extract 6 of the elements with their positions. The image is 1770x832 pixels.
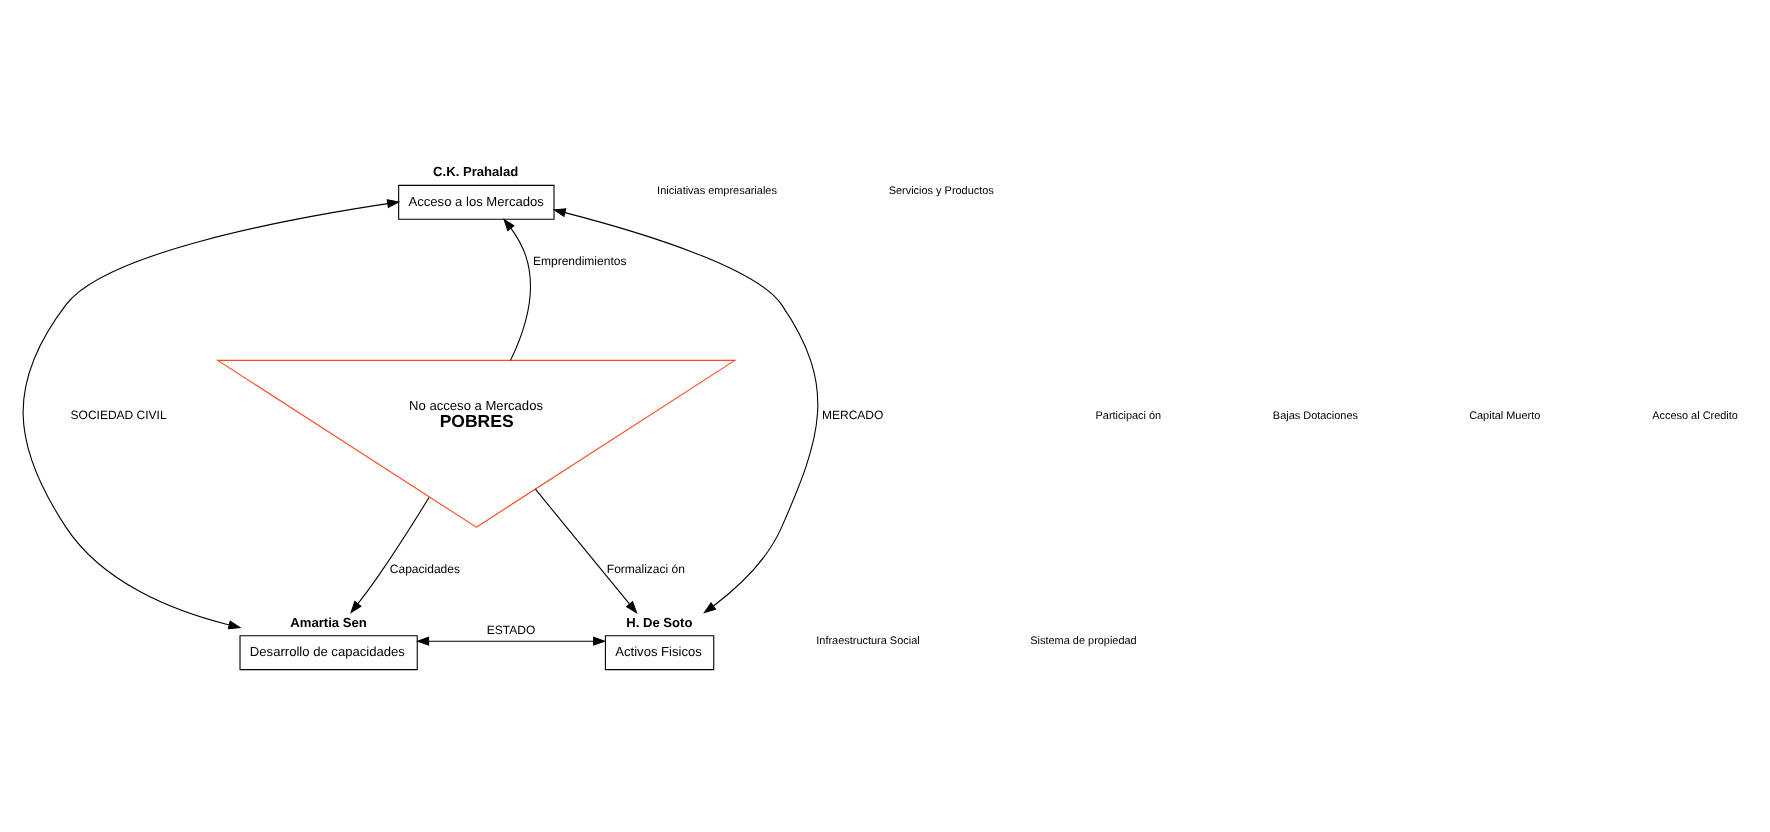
arrow xyxy=(22,199,401,630)
arrow xyxy=(503,218,531,361)
arrow xyxy=(350,496,430,614)
arrow xyxy=(534,488,638,614)
arrow xyxy=(415,636,607,646)
arrow xyxy=(552,208,819,614)
